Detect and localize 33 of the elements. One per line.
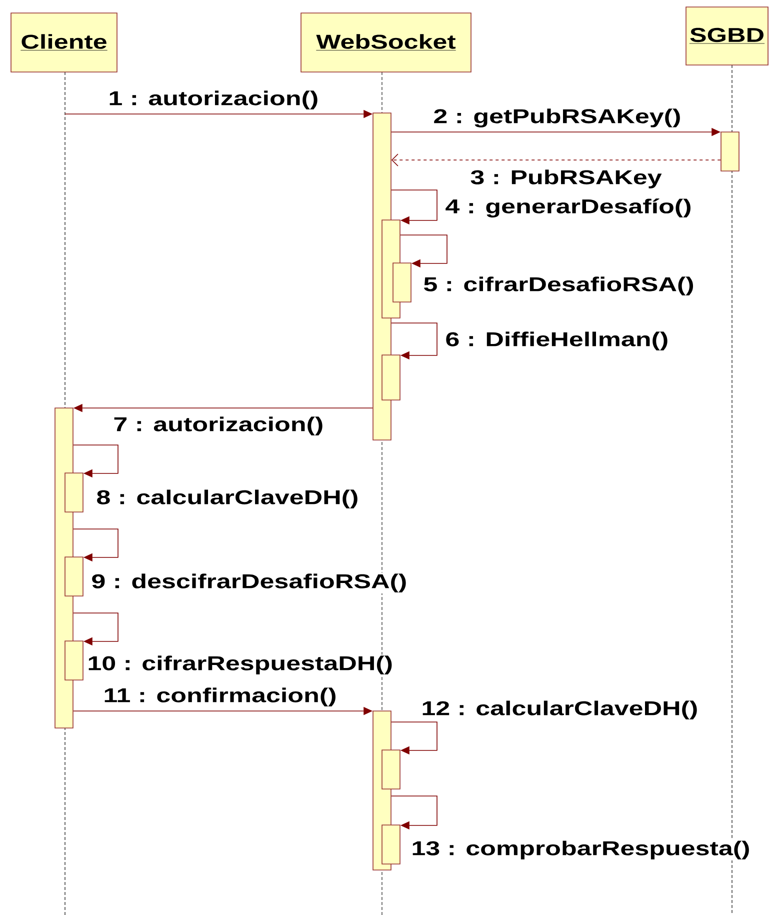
activation-bar — [382, 354, 400, 400]
activation-bar — [382, 750, 400, 790]
message-arrow — [391, 722, 438, 755]
message-arrow — [400, 234, 448, 268]
message-label: 3 : PubRSAKey — [469, 168, 663, 190]
message-arrow — [391, 796, 438, 830]
message-arrow — [73, 528, 118, 562]
message-label: 1 : autorizacion() — [107, 90, 320, 110]
message-arrow — [391, 190, 438, 224]
message-label: 11 : confirmacion() — [102, 686, 338, 708]
activation-bar — [64, 472, 84, 512]
message-arrow — [73, 612, 118, 646]
lifeline-head: Cliente — [10, 12, 118, 72]
message-label: 4 : generarDesafío() — [444, 198, 693, 218]
activation-bar — [64, 556, 84, 596]
message-label: 8 : calcularClaveDH() — [95, 488, 360, 510]
message-label: 9 : descifrarDesafioRSA() — [90, 572, 408, 594]
activation-bar — [64, 640, 84, 680]
message-label: 10 : cifrarRespuestaDH() — [86, 654, 394, 676]
message-label: 7 : autorizacion() — [112, 416, 325, 436]
message-label: 5 : cifrarDesafioRSA() — [422, 276, 696, 296]
lifeline-head: SGBD — [686, 6, 768, 66]
message-arrow — [391, 322, 438, 360]
message-label: 2 : getPubRSAKey() — [432, 108, 682, 128]
message-label: 6 : DiffieHellman() — [444, 330, 670, 352]
message-label: 13 : comprobarRespuesta() — [410, 840, 752, 860]
lifeline-head: WebSocket — [300, 12, 472, 72]
activation-bar — [382, 824, 400, 864]
message-arrow — [391, 154, 721, 166]
message-arrow — [73, 444, 118, 478]
message-label: 12 : calcularClaveDH() — [420, 700, 700, 720]
activation-bar — [392, 262, 412, 302]
activation-bar — [720, 132, 740, 172]
